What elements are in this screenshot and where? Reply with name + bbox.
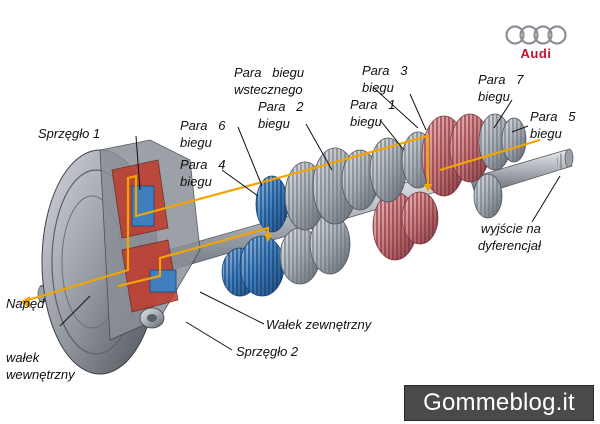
- label-para-wsteczny-line2: wstecznego: [234, 82, 303, 97]
- label-para-3-line2: biegu: [362, 80, 394, 95]
- label-para-5-line1: Para 5: [530, 109, 576, 124]
- label-para-4-line2: biegu: [180, 174, 212, 189]
- label-sprzeglo-2: Sprzęgło 2: [236, 343, 298, 360]
- label-para-4-line1: Para 4: [180, 157, 226, 172]
- label-naped-text: Napęd: [6, 296, 45, 311]
- label-para-6: Para 6 biegu: [180, 117, 226, 151]
- label-walek-wewnetrzny-line2: wewnętrzny: [6, 367, 75, 382]
- label-para-1-line2: biegu: [350, 114, 382, 129]
- label-para-2-line1: Para 2: [258, 99, 304, 114]
- label-para-1-line1: Para 1: [350, 97, 396, 112]
- label-para-5-line2: biegu: [530, 126, 562, 141]
- label-para-4: Para 4 biegu: [180, 156, 226, 190]
- label-para-7-line1: Para 7: [478, 72, 524, 87]
- label-para-3: Para 3 biegu: [362, 62, 408, 96]
- label-para-6-line1: Para 6: [180, 118, 226, 133]
- clutch-housing: [41, 139, 201, 375]
- label-walek-wewnetrzny: wałek wewnętrzny: [6, 349, 75, 383]
- label-para-3-line1: Para 3: [362, 63, 408, 78]
- audi-rings-icon: [505, 25, 567, 45]
- label-wyjscie: wyjście na dyferencjał: [478, 220, 541, 254]
- power-flow-path: [20, 134, 541, 308]
- gear-cluster-lower: [221, 173, 503, 297]
- label-para-5: Para 5 biegu: [530, 108, 576, 142]
- label-sprzeglo-1-text: Sprzęgło 1: [38, 126, 101, 141]
- watermark-badge: Gommeblog.it: [404, 385, 594, 421]
- label-wyjscie-line2: dyferencjał: [478, 238, 541, 253]
- label-para-7-line2: biegu: [478, 89, 510, 104]
- leader-lines: [59, 87, 561, 351]
- label-walek-zewnetrzny-text: Wałek zewnętrzny: [266, 317, 372, 332]
- label-para-2: Para 2 biegu: [258, 98, 304, 132]
- label-walek-zewnetrzny: Wałek zewnętrzny: [266, 316, 371, 333]
- label-wyjscie-line1: wyjście na: [480, 221, 541, 236]
- label-para-1: Para 1 biegu: [350, 96, 396, 130]
- label-para-wsteczny: Para biegu wstecznego: [234, 64, 304, 98]
- watermark-text: Gommeblog.it: [423, 389, 575, 416]
- audi-wordmark: Audi: [520, 46, 552, 61]
- label-sprzeglo-2-text: Sprzęgło 2: [236, 344, 299, 359]
- label-para-wsteczny-line1: Para biegu: [234, 65, 305, 80]
- gear-cluster-upper: [255, 113, 527, 233]
- audi-logo: Audi: [504, 24, 568, 66]
- label-para-6-line2: biegu: [180, 135, 212, 150]
- label-para-2-line2: biegu: [258, 116, 290, 131]
- label-walek-wewnetrzny-line1: wałek: [6, 350, 40, 365]
- label-para-7: Para 7 biegu: [478, 71, 524, 105]
- label-sprzeglo-1: Sprzęgło 1: [38, 125, 100, 142]
- label-naped: Napęd: [6, 295, 44, 312]
